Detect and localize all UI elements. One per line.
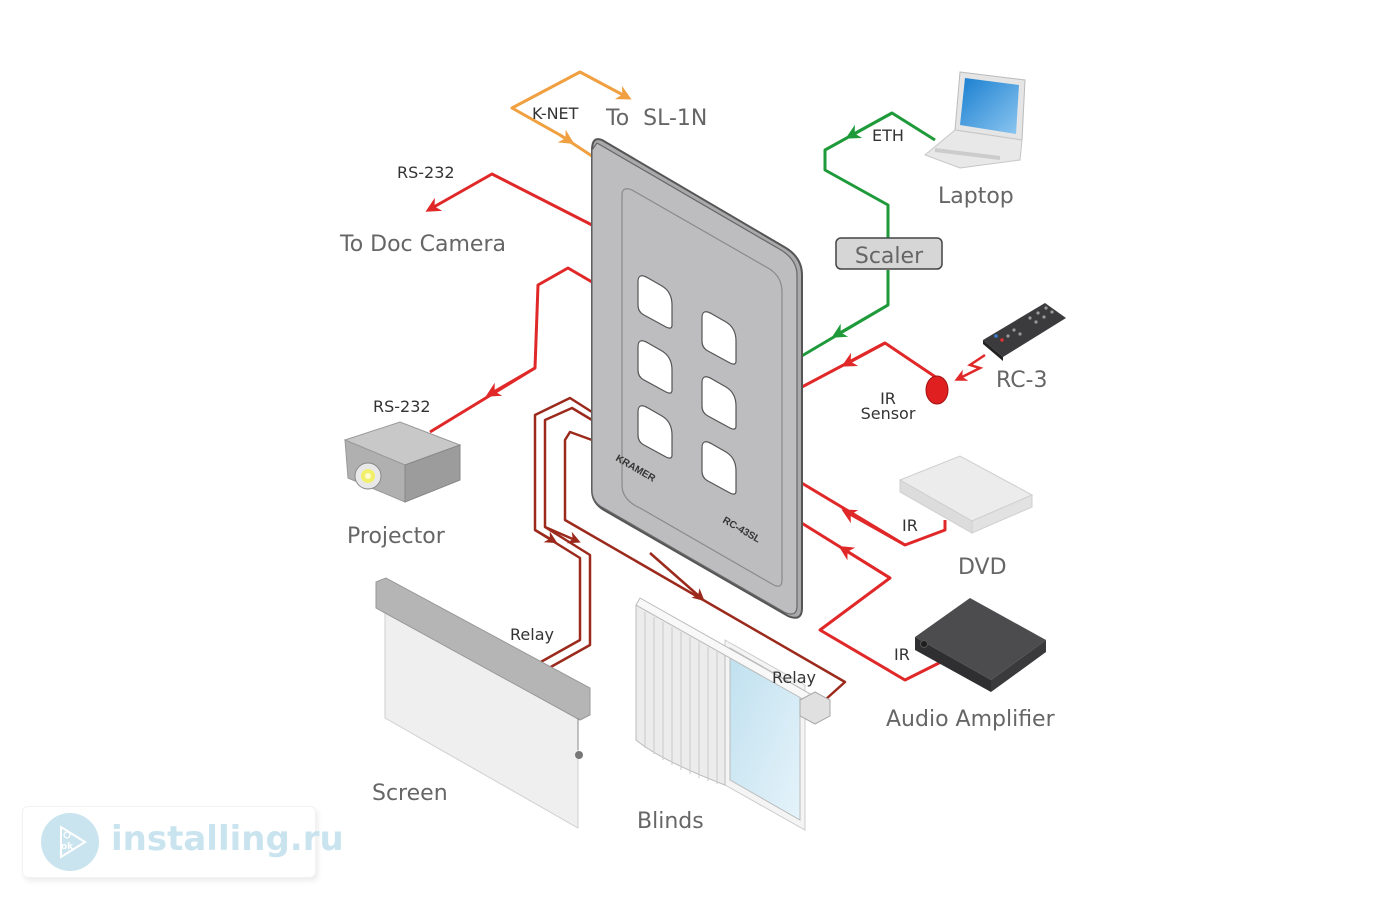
eth-cable	[799, 111, 936, 359]
device-button[interactable]	[701, 441, 737, 495]
dvd-ir-label: IR	[902, 516, 918, 535]
screen-label: Screen	[372, 781, 448, 806]
rc43sl-device[interactable]: KRAMER RC-43SL	[591, 138, 803, 619]
rs232-doc-camera-cable	[425, 172, 593, 227]
blinds-label: Blinds	[637, 809, 704, 834]
projector-label: Projector	[347, 524, 446, 549]
watermark: ok installing.ru	[22, 806, 344, 878]
projector-icon	[343, 421, 462, 503]
installing-logo-icon: ok	[41, 813, 99, 871]
rs232-projector-cable	[429, 266, 593, 434]
amplifier-ir-cable	[799, 520, 947, 682]
device-button[interactable]	[637, 405, 673, 459]
eth-label: ETH	[872, 126, 904, 145]
dvd-icon	[898, 455, 1034, 534]
relay-blinds-label: Relay	[772, 668, 816, 687]
ir-sensor-cable	[799, 341, 938, 390]
rs232-projector-label: RS-232	[373, 397, 431, 416]
relay-screen-label: Relay	[510, 625, 554, 644]
ir-sensor-label-1: IR	[880, 389, 896, 408]
scaler-label: Scaler	[855, 244, 924, 269]
rc3-remote-icon	[983, 303, 1066, 361]
relay-blinds-cable	[563, 430, 847, 701]
svg-text:ok: ok	[61, 842, 74, 852]
dvd-ir-cable	[799, 480, 947, 547]
screen-icon	[375, 577, 591, 829]
device-button[interactable]	[701, 311, 737, 365]
amplifier-ir-label: IR	[894, 645, 910, 664]
ir-sensor-label-2: Sensor	[861, 404, 916, 423]
knet-label: K-NET	[532, 104, 579, 123]
audio-amplifier-label: Audio Amplifier	[886, 707, 1056, 732]
knet-cable	[510, 70, 632, 162]
rc3-label: RC-3	[996, 368, 1048, 393]
to-doc-camera-label: To Doc Camera	[339, 232, 506, 257]
relay-screen-cable	[529, 396, 593, 675]
audio-amplifier-icon	[915, 598, 1046, 692]
dvd-label: DVD	[958, 555, 1007, 580]
watermark-text: installing.ru	[111, 819, 344, 859]
device-button[interactable]	[637, 275, 673, 329]
ir-signal-icon	[954, 353, 986, 381]
laptop-icon	[924, 71, 1026, 169]
laptop-label: Laptop	[938, 184, 1014, 209]
device-button[interactable]	[637, 340, 673, 394]
rs232-doc-label: RS-232	[397, 163, 455, 182]
ir-sensor-icon	[925, 375, 949, 405]
blinds-icon	[635, 597, 831, 831]
device-button[interactable]	[701, 376, 737, 430]
scaler-box: Scaler	[835, 237, 943, 270]
to-sl1n-label: To SL-1N	[605, 106, 707, 131]
